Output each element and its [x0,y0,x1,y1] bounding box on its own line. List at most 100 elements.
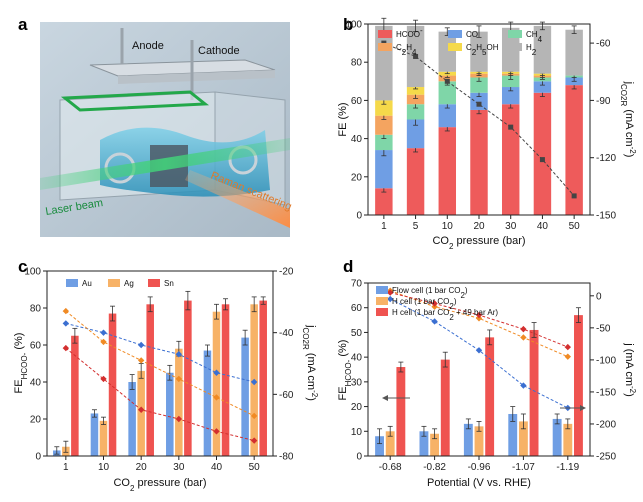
y2-axis-title-c: jCO2R (mA cm-2) [302,324,320,401]
bar-au [241,337,249,456]
bar-CO [501,87,520,105]
raman-beam [185,170,290,228]
chart-d: 0102030405060700-50-100-150-200-250-0.68… [337,279,638,490]
current-density-line-2 [65,347,255,442]
x-tick-label-b: 50 [569,221,581,232]
current-density-point-1 [250,412,258,420]
y2-axis-title-b: jCO2R (mA cm-2) [620,81,638,158]
legend-swatch-d [376,286,388,294]
bar-CO [470,92,488,110]
y2-tick-label-chart-d: 0 [596,291,602,302]
legend-swatch-d [376,308,388,316]
y2-tick-label-chart-c: -80 [279,452,294,463]
y-tick-label-chart-d: 10 [351,427,363,438]
current-density-point-0 [62,320,70,327]
x-tick-label-chart-c: 40 [211,462,223,473]
bar-flow [419,431,429,456]
bar-sn [221,304,230,456]
y-tick-label-chart-d: 20 [351,402,363,413]
y2-tick-label-chart-d: -250 [596,452,616,463]
y-tick-label-b: 20 [351,172,363,183]
x-axis-title-b: CO2 pressure (bar) [432,235,525,251]
bar-HCOO [501,104,520,215]
bar-CO [406,119,425,149]
bar-HCOO [533,92,552,215]
y-tick-label-b: 100 [345,20,362,31]
anode-label: Anode [132,40,164,52]
legend-swatch-d [376,297,388,305]
bar-CO [533,81,552,93]
current-density-point-0 [431,318,438,325]
current-density-point-2 [175,415,183,423]
bar-au [128,382,136,456]
current-density-point-2 [431,300,438,307]
bar-h [529,329,539,456]
y-tick-label-chart-d: 0 [356,452,362,463]
bar-CO [375,150,393,189]
current-density-point-2 [387,289,394,296]
y-tick-label-chart-d: 30 [351,377,363,388]
x-tick-label-b: 5 [413,221,419,232]
y2-tick-label-chart-d: -150 [596,387,616,398]
legend-label-c: Au [82,279,92,288]
bar-h [385,431,395,456]
bar-au [90,413,99,456]
plot-frame-chart-c [46,270,274,457]
current-density-point [539,157,545,163]
bar-HCOO [375,188,393,215]
laser-beam [40,138,290,190]
current-density-point-2 [475,311,483,319]
current-density-point-2 [62,344,70,352]
bar-CH4 [501,75,520,88]
legend-label-HCOO: HCOO- [396,26,423,40]
bar-h [474,426,484,456]
y-axis-title-b: FE (%) [337,102,349,136]
bar-C2H4 [375,115,393,135]
y-tick-label-b: 0 [356,211,362,222]
legend-label-CH4: CH4 [526,30,543,44]
legend-swatch-c [66,279,78,287]
current-density-point-1 [213,394,220,401]
legend-swatch-C2H5OH [448,43,462,51]
legend-label-c: Sn [164,279,174,288]
current-density-point-2 [250,437,258,444]
bar-sn [259,300,267,456]
current-density-point-1 [62,307,70,315]
current-density-point-1 [564,353,571,360]
left-axis-arrow-head [382,395,388,401]
current-density-point-0 [475,347,483,354]
current-density-point-0 [100,329,107,336]
current-density-point-2 [100,375,107,383]
current-density-point [476,101,482,107]
panel-label-b: b [343,15,353,34]
y2-axis-title-d: j (mA cm-2) [623,342,638,397]
bar-ag [212,311,221,456]
current-density-point [413,53,419,59]
current-density-point-0 [213,369,220,376]
bar-h [396,367,406,456]
x-tick-label-chart-c: 1 [63,462,69,473]
bar-ag [137,370,145,456]
y2-tick-label-chart-c: -20 [279,267,294,278]
current-density-point-1 [431,303,438,310]
x-tick-label-chart-c: 50 [249,462,261,473]
x-tick-label-b: 20 [473,221,485,232]
legend-swatch-H2 [508,43,522,51]
gasket [60,90,210,112]
current-density-point-2 [137,406,145,413]
current-density-point-0 [137,341,145,349]
current-density-point-1 [137,357,145,364]
x-tick-label-chart-c: 20 [136,462,148,473]
y2-tick-label-chart-c: -60 [279,390,294,401]
legend-label-d: Flow cell (1 bar CO2) [392,286,468,300]
current-density-line-0 [65,322,255,383]
x-tick-label-chart-c: 30 [173,462,185,473]
x-tick-label-b: 30 [505,221,517,232]
bar-HCOO [406,148,425,215]
legend-label-C2H4: C2H4 [396,43,417,57]
bar-flow [552,418,562,456]
y2-tick-label-b: -90 [596,96,611,107]
